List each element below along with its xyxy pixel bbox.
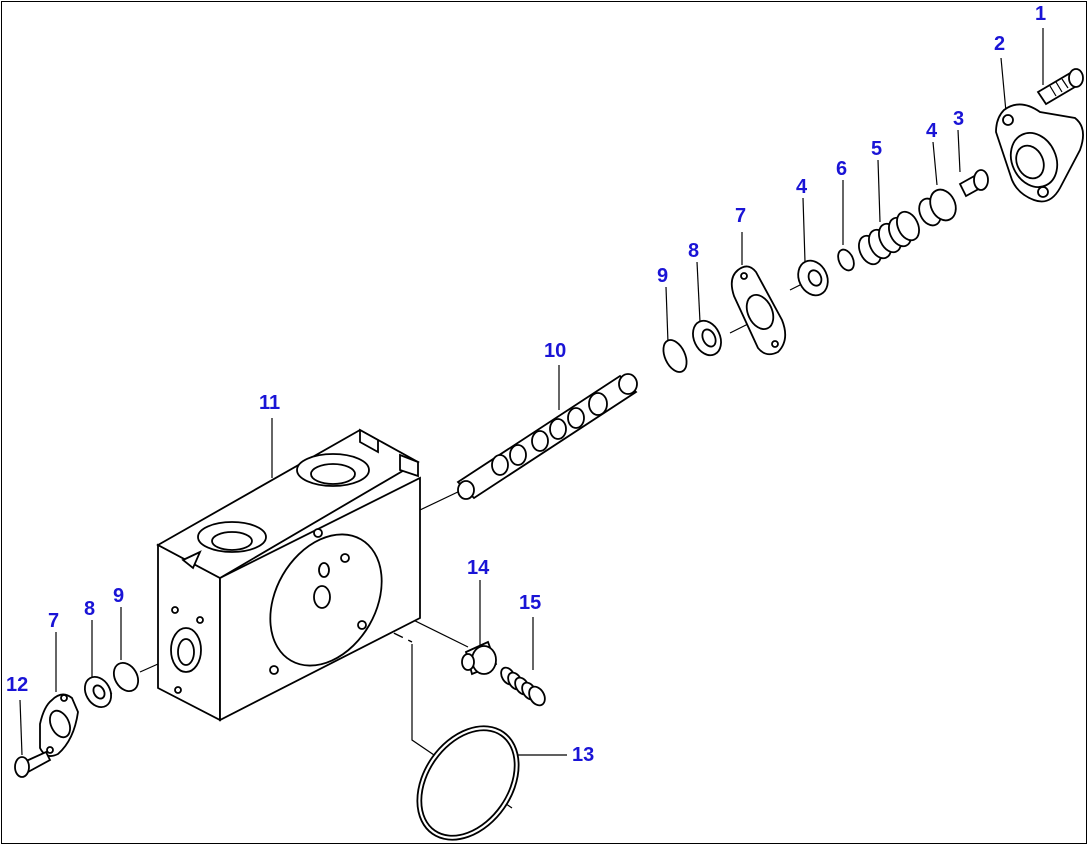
stopper-3 bbox=[958, 169, 989, 198]
plate-7-lower bbox=[39, 693, 79, 757]
callout-7-upper: 7 bbox=[735, 205, 746, 227]
callout-14: 14 bbox=[467, 557, 490, 579]
spring-15 bbox=[500, 666, 546, 707]
spool-10 bbox=[456, 373, 638, 500]
cover-2 bbox=[995, 103, 1084, 203]
spring-seat-4-upper bbox=[918, 188, 957, 227]
bolt-12 bbox=[14, 750, 52, 778]
washer-6 bbox=[837, 248, 855, 272]
spring-seat-4-middle bbox=[797, 259, 829, 297]
o-ring-9-lower bbox=[112, 661, 140, 693]
callout-11: 11 bbox=[259, 392, 280, 414]
callout-4-upper: 4 bbox=[926, 120, 938, 142]
callout-1: 1 bbox=[1035, 3, 1046, 25]
callout-10: 10 bbox=[544, 340, 566, 362]
valve-body-11 bbox=[156, 428, 421, 722]
poppet-14 bbox=[461, 640, 498, 676]
callout-2: 2 bbox=[994, 33, 1005, 55]
leader-lines bbox=[19, 28, 1044, 756]
callout-3: 3 bbox=[953, 108, 964, 130]
plate-7-upper bbox=[730, 265, 787, 356]
callout-15: 15 bbox=[519, 592, 541, 614]
seal-8-lower bbox=[83, 676, 113, 708]
callout-9-upper: 9 bbox=[657, 265, 668, 287]
callout-labels: 1 2 3 4 5 6 4 7 8 9 10 11 14 15 7 8 9 12… bbox=[6, 3, 1046, 766]
callout-12: 12 bbox=[6, 674, 28, 696]
o-ring-9-upper bbox=[662, 339, 688, 373]
callout-13: 13 bbox=[572, 744, 594, 766]
callout-8-upper: 8 bbox=[688, 240, 699, 262]
spring-5 bbox=[858, 210, 920, 266]
seal-8-upper bbox=[692, 319, 722, 357]
callout-5: 5 bbox=[871, 138, 882, 160]
o-ring-13 bbox=[416, 725, 520, 841]
bolt-1 bbox=[1036, 68, 1084, 106]
callout-7-lower: 7 bbox=[48, 610, 59, 632]
callout-6: 6 bbox=[836, 158, 847, 180]
callout-8-lower: 8 bbox=[84, 598, 95, 620]
callout-4-middle: 4 bbox=[796, 176, 808, 198]
callout-9-lower: 9 bbox=[113, 585, 124, 607]
